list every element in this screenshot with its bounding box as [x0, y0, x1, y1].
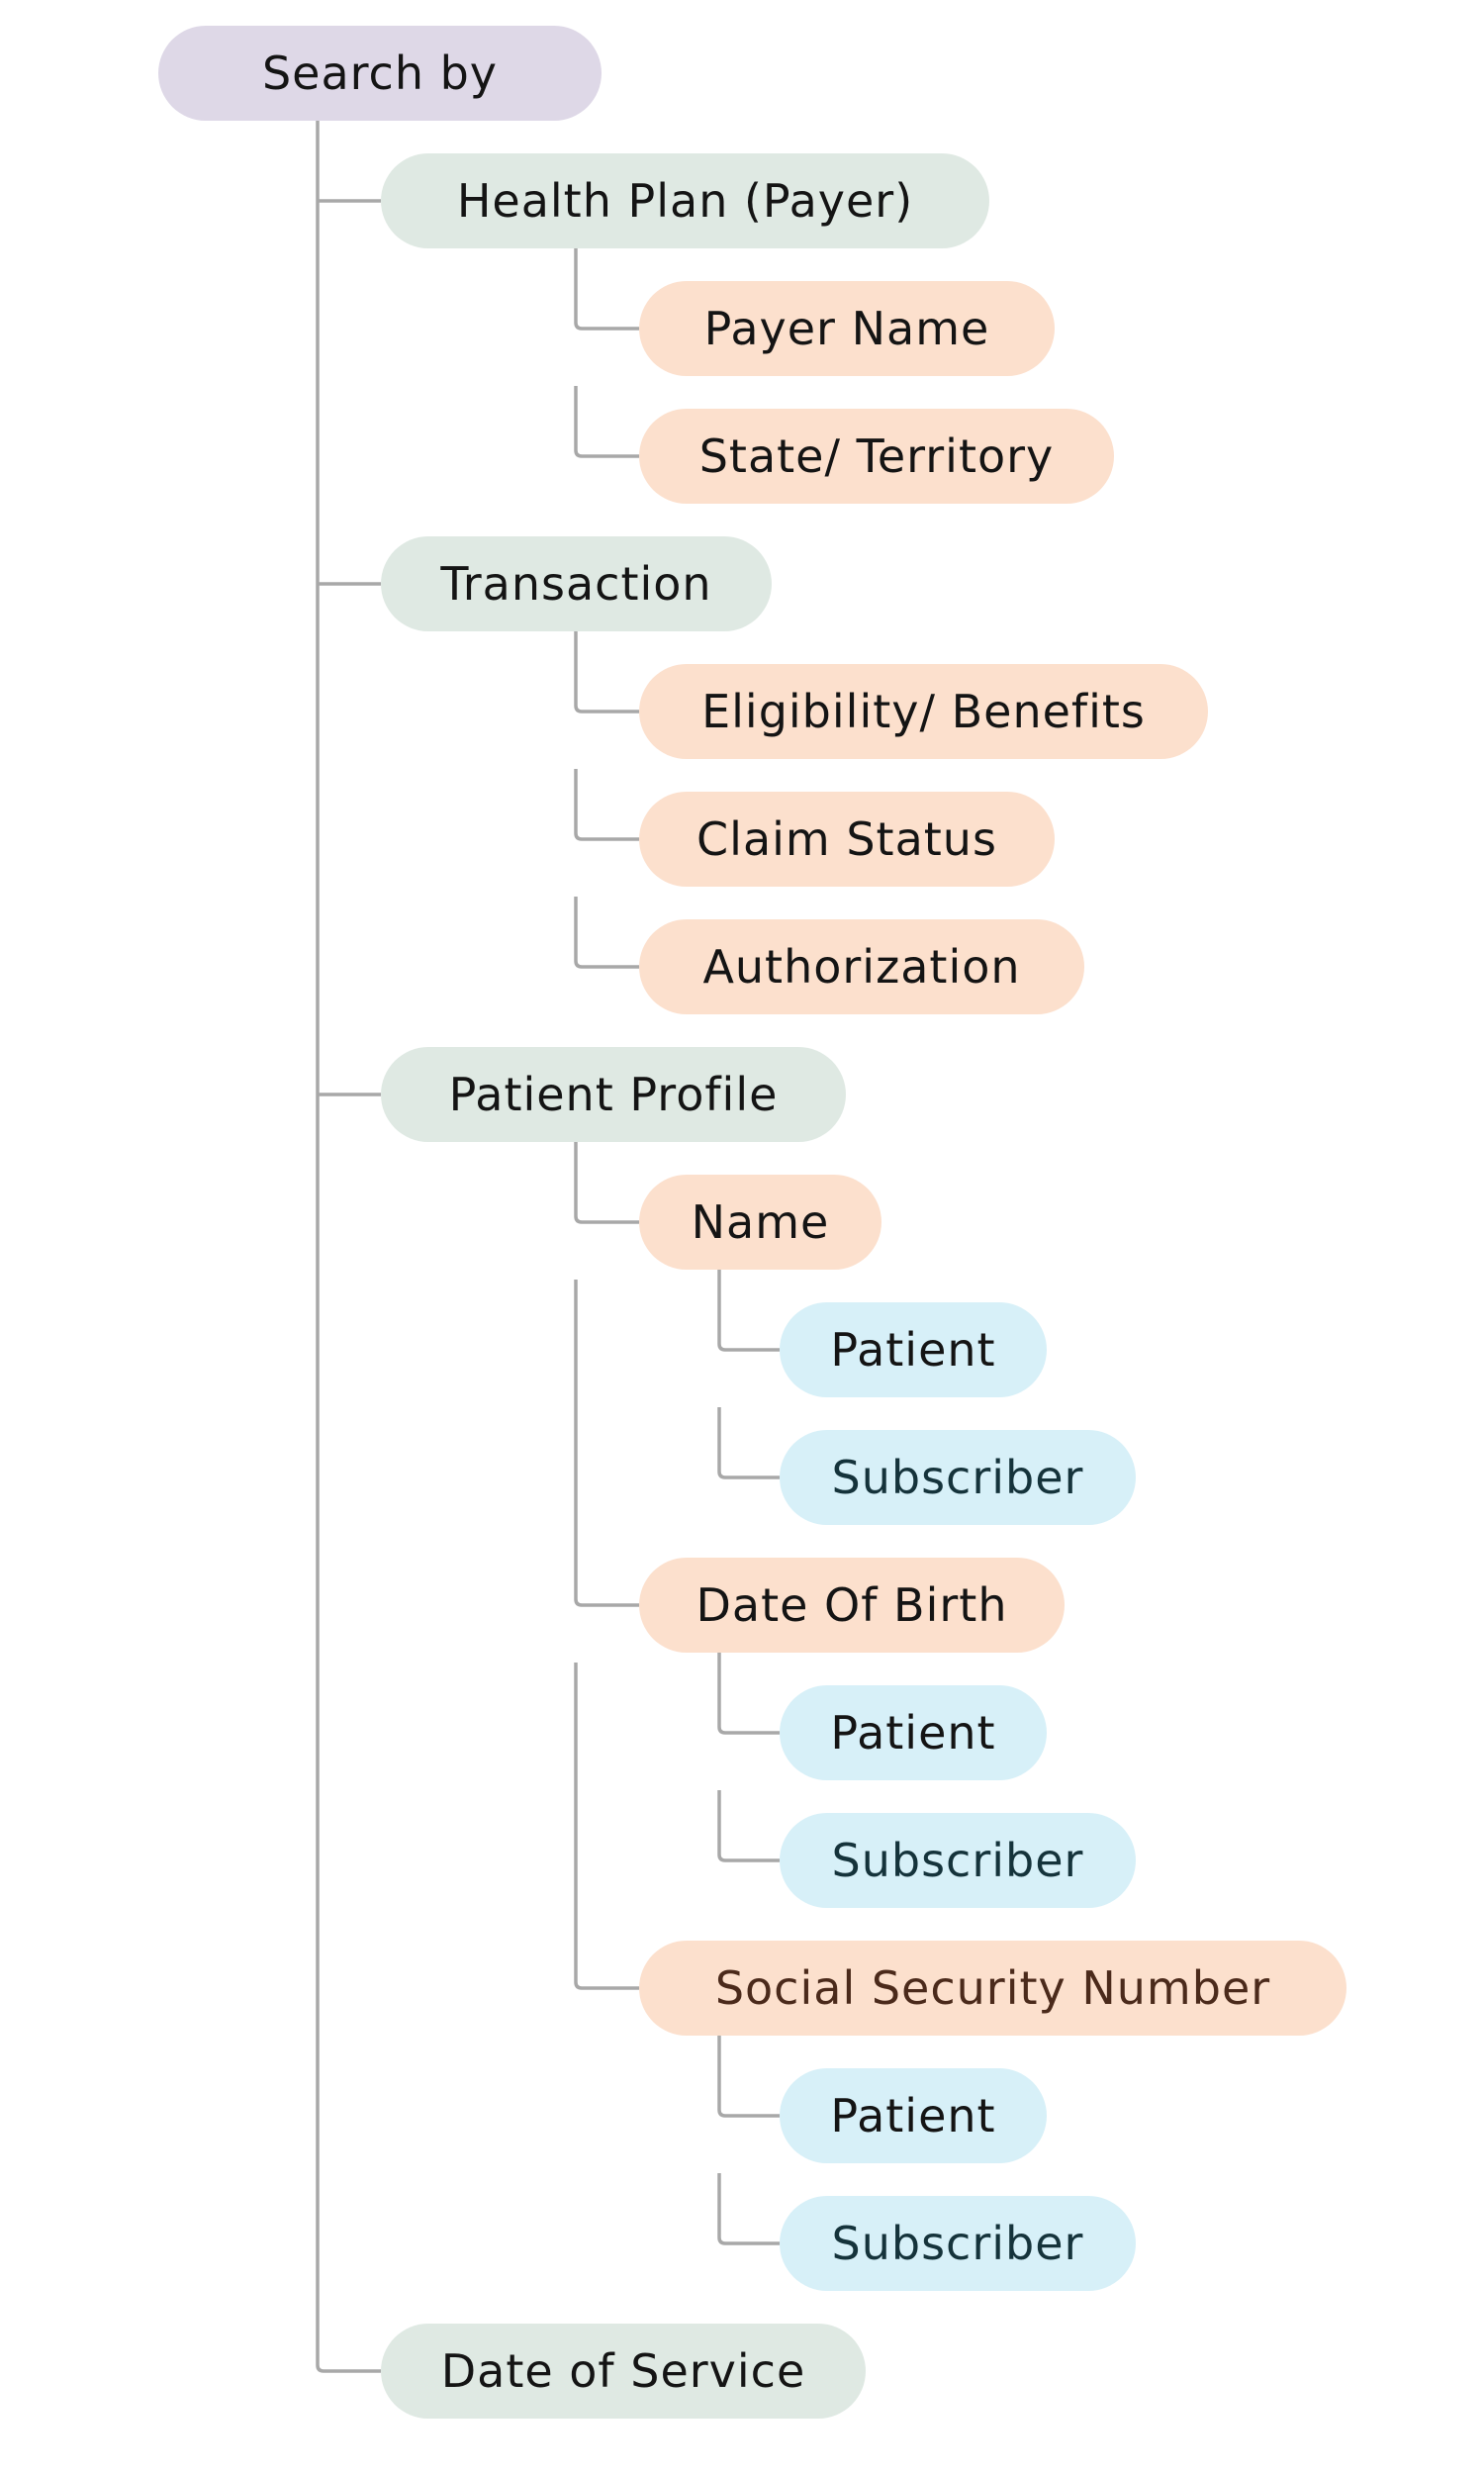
node-name: Name [639, 1175, 881, 1270]
node-payer-name: Payer Name [639, 281, 1055, 376]
connector [717, 2036, 780, 2118]
connector [574, 897, 639, 969]
node-search-by: Search by [158, 26, 602, 121]
node-date-of-service: Date of Service [381, 2324, 866, 2419]
node-authorization: Authorization [639, 919, 1084, 1014]
node-health-plan-payer: Health Plan (Payer) [381, 153, 989, 248]
connector [717, 1270, 780, 1352]
node-patient-profile: Patient Profile [381, 1047, 846, 1142]
connector [717, 1790, 780, 1862]
connector [574, 1663, 639, 1990]
node-social-security-number-subscriber: Subscriber [780, 2196, 1136, 2291]
node-date-of-birth: Date Of Birth [639, 1558, 1065, 1653]
connector [574, 248, 639, 331]
connector [574, 769, 639, 841]
connector [574, 631, 639, 714]
connector [717, 1653, 780, 1735]
node-name-subscriber: Subscriber [780, 1430, 1136, 1525]
connector [574, 1280, 639, 1607]
connector [574, 386, 639, 458]
connector [574, 1142, 639, 1224]
node-name-patient: Patient [780, 1302, 1047, 1397]
node-state-territory: State/ Territory [639, 409, 1114, 504]
node-claim-status: Claim Status [639, 792, 1055, 887]
node-transaction: Transaction [381, 536, 772, 631]
connector [316, 121, 381, 2373]
connector [717, 1407, 780, 1479]
node-date-of-birth-subscriber: Subscriber [780, 1813, 1136, 1908]
node-date-of-birth-patient: Patient [780, 1685, 1047, 1780]
connector [717, 2173, 780, 2245]
node-social-security-number: Social Security Number [639, 1941, 1346, 2036]
node-eligibility-benefits: Eligibility/ Benefits [639, 664, 1208, 759]
node-social-security-number-patient: Patient [780, 2068, 1047, 2163]
